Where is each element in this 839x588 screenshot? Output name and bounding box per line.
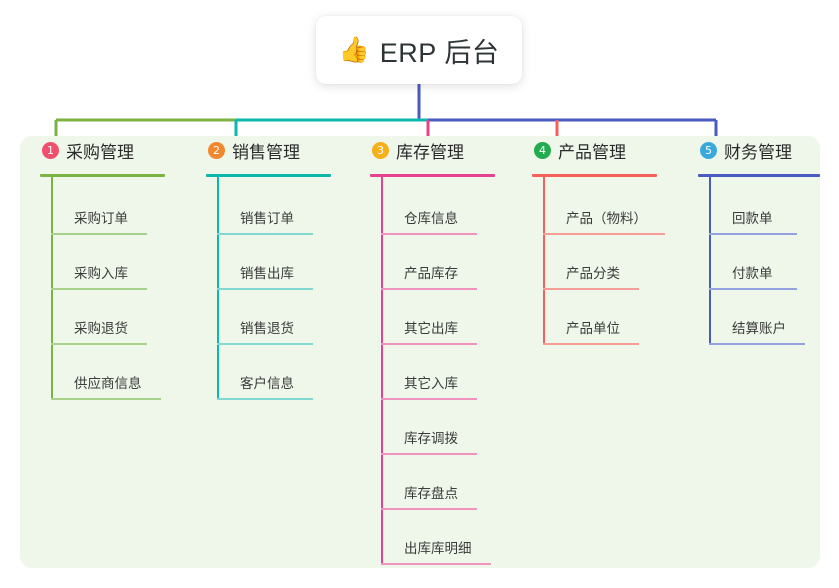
leaf-label: 其它入库: [404, 376, 458, 391]
leaf-label: 库存调拨: [404, 431, 458, 446]
leaf-underline: [381, 288, 477, 290]
leaf-item[interactable]: 结算账户: [709, 290, 813, 345]
leaf-label: 产品单位: [566, 321, 620, 336]
leaf-label: 结算账户: [732, 321, 786, 336]
leaf-underline: [543, 343, 639, 345]
branch-header-2[interactable]: 2 销售管理: [186, 136, 346, 164]
branch-badge-5: 5: [700, 141, 717, 159]
leaf-item[interactable]: 销售订单: [217, 180, 321, 235]
branch-spine-2: [217, 174, 219, 400]
leaf-label: 销售出库: [240, 266, 294, 281]
leaf-item[interactable]: 付款单: [709, 235, 805, 290]
leaf-underline: [381, 563, 491, 565]
root-title: ERP 后台: [379, 37, 500, 68]
leaf-label: 采购订单: [74, 211, 128, 226]
branch-spine-4: [543, 174, 545, 345]
branch-badge-1: 1: [42, 141, 59, 159]
leaf-underline: [709, 233, 797, 235]
leaf-underline: [217, 233, 313, 235]
branch-badge-3: 3: [372, 141, 389, 159]
branch-column-1: 1 采购管理采购订单采购入库采购退货供应商信息: [20, 136, 180, 400]
root-node[interactable]: 👍 ERP 后台: [316, 16, 522, 84]
leaf-underline: [381, 398, 477, 400]
branch-badge-4: 4: [534, 141, 551, 159]
leaf-item[interactable]: 回款单: [709, 180, 805, 235]
branch-header-3[interactable]: 3 库存管理: [350, 136, 510, 164]
leaf-item[interactable]: 销售退货: [217, 290, 321, 345]
leaf-underline: [381, 508, 477, 510]
leaf-label: 销售订单: [240, 211, 294, 226]
branch-column-4: 4 产品管理产品（物料） 产品分类产品单位: [512, 136, 682, 345]
leaf-item[interactable]: 其它出库: [381, 290, 485, 345]
branch-underline-4: [532, 174, 657, 177]
leaf-item[interactable]: 库存调拨: [381, 400, 485, 455]
leaf-item[interactable]: 库存盘点: [381, 455, 485, 510]
leaf-label: 产品（物料）: [566, 211, 647, 226]
branch-title-3: 库存管理: [396, 142, 464, 162]
leaf-underline: [51, 288, 147, 290]
leaf-underline: [709, 288, 797, 290]
leaf-label: 采购退货: [74, 321, 128, 336]
leaf-underline: [217, 288, 313, 290]
leaf-label: 仓库信息: [404, 211, 458, 226]
leaf-underline: [381, 343, 477, 345]
branch-underline-3: [370, 174, 495, 177]
leaf-label: 产品库存: [404, 266, 458, 281]
branch-column-2: 2 销售管理销售订单销售出库销售退货客户信息: [186, 136, 346, 400]
leaf-item[interactable]: 产品分类: [543, 235, 647, 290]
branch-underline-5: [698, 174, 820, 177]
leaf-label: 客户信息: [240, 376, 294, 391]
leaf-item[interactable]: 客户信息: [217, 345, 321, 400]
leaf-item[interactable]: 销售出库: [217, 235, 321, 290]
leaf-item[interactable]: 出库库明细: [381, 510, 499, 565]
branch-header-5[interactable]: 5 财务管理: [678, 136, 823, 164]
leaf-underline: [543, 288, 639, 290]
leaf-label: 回款单: [732, 211, 773, 226]
branch-title-5: 财务管理: [724, 142, 792, 162]
thumbs-up-icon: 👍: [338, 35, 370, 64]
leaf-underline: [217, 343, 313, 345]
branch-underline-2: [206, 174, 331, 177]
leaf-item[interactable]: 采购订单: [51, 180, 155, 235]
leaf-label: 其它出库: [404, 321, 458, 336]
leaf-underline: [543, 233, 665, 235]
branch-spine-1: [51, 174, 53, 400]
leaf-item[interactable]: 供应商信息: [51, 345, 169, 400]
leaf-underline: [709, 343, 805, 345]
leaf-label: 供应商信息: [74, 376, 142, 391]
leaf-item[interactable]: 其它入库: [381, 345, 485, 400]
branch-header-1[interactable]: 1 采购管理: [20, 136, 180, 164]
branches-panel: 1 采购管理采购订单采购入库采购退货供应商信息 2 销售管理销售订单销售出库销售退货客…: [20, 136, 820, 568]
branch-badge-2: 2: [208, 141, 225, 159]
branch-underline-1: [40, 174, 165, 177]
branch-title-4: 产品管理: [558, 142, 626, 162]
leaf-label: 付款单: [732, 266, 773, 281]
branch-column-5: 5 财务管理回款单付款单结算账户: [678, 136, 823, 345]
branch-title-1: 采购管理: [66, 142, 134, 162]
leaf-underline: [51, 398, 161, 400]
leaf-underline: [51, 343, 147, 345]
branch-column-3: 3 库存管理仓库信息产品库存其它出库其它入库库存调拨库存盘点出库库明细: [350, 136, 510, 565]
branch-header-4[interactable]: 4 产品管理: [512, 136, 682, 164]
leaf-underline: [51, 233, 147, 235]
leaf-underline: [217, 398, 313, 400]
leaf-label: 采购入库: [74, 266, 128, 281]
branch-spine-3: [381, 174, 383, 565]
leaf-item[interactable]: 产品库存: [381, 235, 485, 290]
leaf-label: 出库库明细: [404, 541, 472, 556]
leaf-item[interactable]: 产品单位: [543, 290, 647, 345]
leaf-label: 产品分类: [566, 266, 620, 281]
leaf-item[interactable]: 采购退货: [51, 290, 155, 345]
branch-spine-5: [709, 174, 711, 345]
branch-title-2: 销售管理: [232, 142, 300, 162]
leaf-label: 库存盘点: [404, 486, 458, 501]
leaf-item[interactable]: 采购入库: [51, 235, 155, 290]
leaf-item[interactable]: 仓库信息: [381, 180, 485, 235]
leaf-underline: [381, 233, 477, 235]
leaf-label: 销售退货: [240, 321, 294, 336]
leaf-underline: [381, 453, 477, 455]
leaf-item[interactable]: 产品（物料）: [543, 180, 673, 235]
